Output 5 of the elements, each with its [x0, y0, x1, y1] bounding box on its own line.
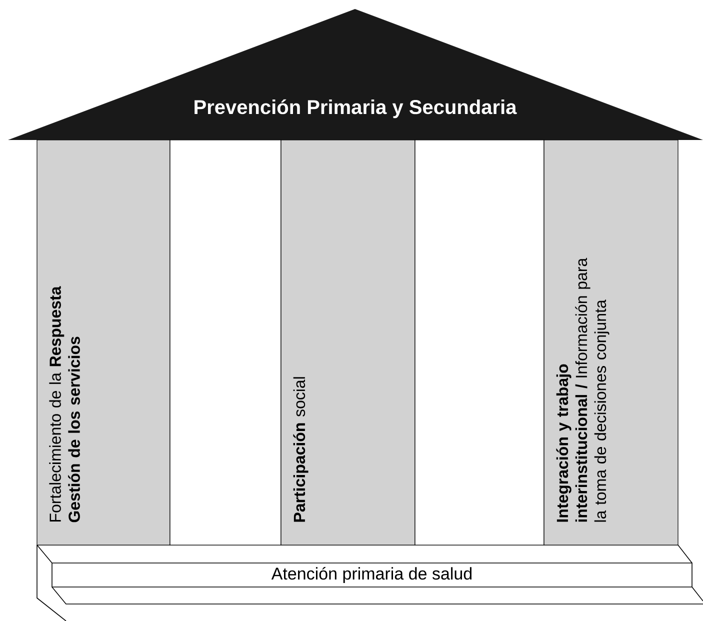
- roof-triangle: Prevención Primaria y Secundaria: [8, 9, 703, 140]
- pillar: Participación social: [280, 140, 416, 546]
- empty-pillar: [414, 140, 544, 546]
- base-step: Atención primaria de salud: [52, 562, 692, 588]
- empty-pillar: [170, 140, 282, 546]
